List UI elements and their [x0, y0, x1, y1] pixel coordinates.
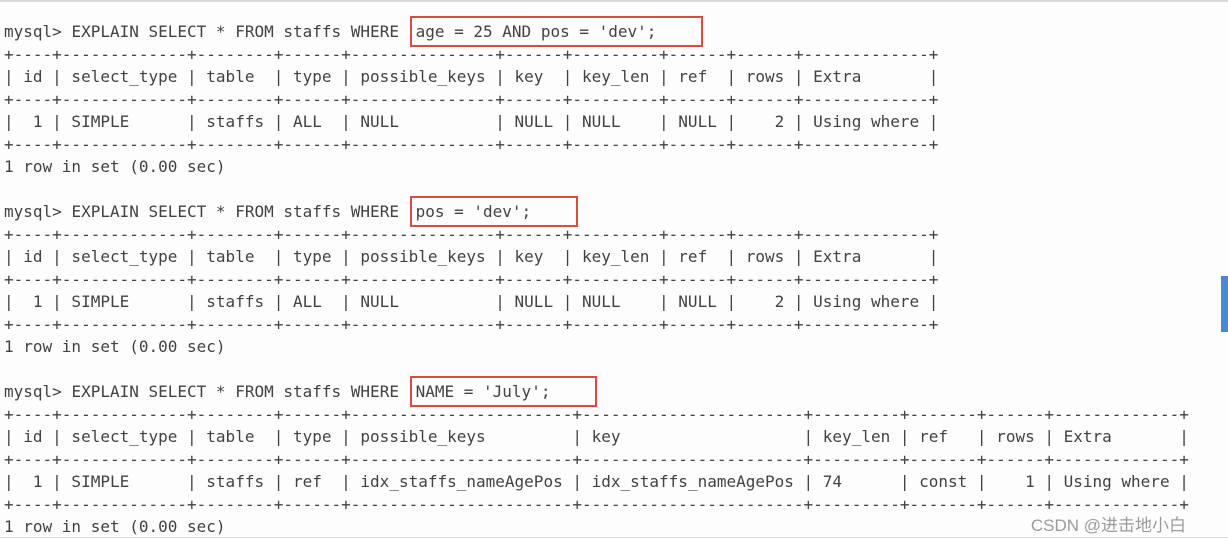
command-line-3: mysql> EXPLAIN SELECT * FROM staffs WHER… [4, 376, 1228, 407]
command-text: EXPLAIN SELECT * FROM staffs WHERE [71, 382, 399, 401]
row-count-status-3: 1 row in set (0.00 sec) [4, 517, 226, 536]
command-text: EXPLAIN SELECT * FROM staffs WHERE [71, 22, 399, 41]
highlighted-where-clause: pos = 'dev'; [409, 196, 579, 227]
query-block-1: mysql> EXPLAIN SELECT * FROM staffs WHER… [4, 16, 1228, 179]
query-block-2: mysql> EXPLAIN SELECT * FROM staffs WHER… [4, 196, 1228, 359]
highlighted-where-clause: age = 25 AND pos = 'dev'; [409, 16, 704, 47]
highlighted-where-clause: NAME = 'July'; [409, 376, 598, 407]
scrollbar-thumb[interactable] [1221, 276, 1228, 332]
command-line-2: mysql> EXPLAIN SELECT * FROM staffs WHER… [4, 196, 1228, 227]
screenshot-top-edge [0, 0, 1228, 2]
explain-result-table-3: +----+-------------+--------+------+----… [4, 404, 1189, 514]
mysql-prompt: mysql> [4, 202, 62, 221]
explain-result-table-1: +----+-------------+--------+------+----… [4, 44, 939, 154]
mysql-prompt: mysql> [4, 22, 62, 41]
row-count-status-2: 1 row in set (0.00 sec) [4, 337, 226, 356]
row-count-status-1: 1 row in set (0.00 sec) [4, 157, 226, 176]
query-block-3: mysql> EXPLAIN SELECT * FROM staffs WHER… [4, 376, 1228, 539]
command-text: EXPLAIN SELECT * FROM staffs WHERE [71, 202, 399, 221]
mysql-prompt: mysql> [4, 382, 62, 401]
command-line-1: mysql> EXPLAIN SELECT * FROM staffs WHER… [4, 16, 1228, 47]
csdn-watermark: CSDN @进击地小白 [1030, 516, 1186, 535]
explain-result-table-2: +----+-------------+--------+------+----… [4, 224, 939, 334]
